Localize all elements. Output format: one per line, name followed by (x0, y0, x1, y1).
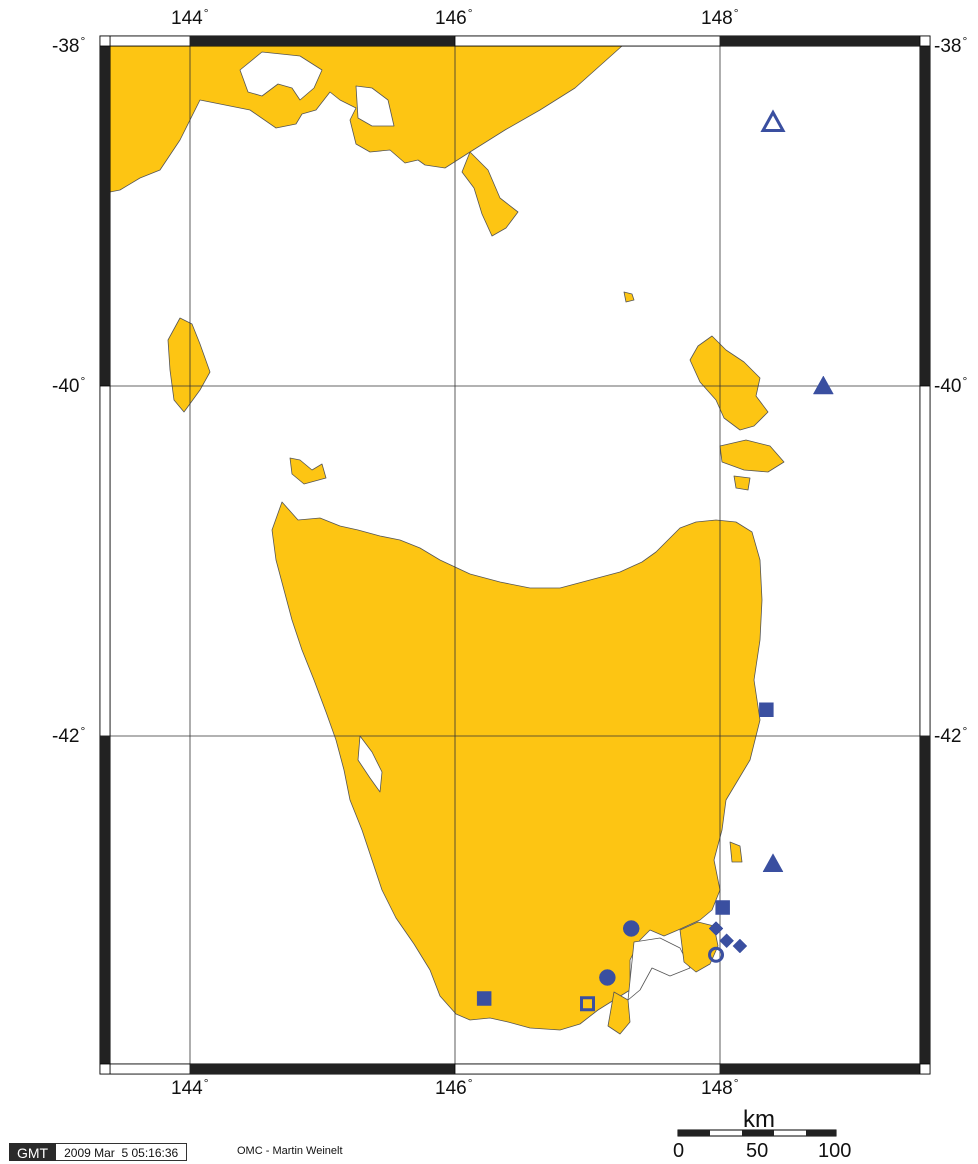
western-port (355, 85, 395, 127)
islet-2 (289, 457, 327, 485)
storm-bay (627, 937, 691, 1001)
marker-square-filled-4 (715, 900, 730, 915)
king-island (167, 317, 211, 413)
islet-1 (623, 291, 635, 303)
marker-triangle-open-0 (760, 109, 786, 132)
land (109, 45, 785, 1035)
gmt-badge: GMT (9, 1143, 57, 1161)
marker-diamond-filled-11 (719, 933, 734, 949)
scale-tick-100: 100 (818, 1140, 852, 1162)
markers-layer (476, 109, 834, 1012)
tasmania (271, 501, 763, 1031)
y-tick-right-42: -42° (934, 724, 968, 747)
marker-diamond-filled-12 (732, 938, 748, 954)
y-tick-right-40: -40° (934, 374, 968, 397)
marker-circle-filled-8 (599, 969, 616, 986)
marker-square-filled-3 (759, 702, 774, 717)
x-tick-top-144: 144° (171, 6, 209, 29)
marker-circle-open-9 (708, 946, 725, 963)
y-tick-left-42: -42° (52, 724, 86, 747)
marker-square-filled-5 (476, 991, 492, 1006)
gmt-author: OMC - Martin Weinelt (237, 1145, 343, 1157)
scale-tick-0: 0 (673, 1140, 685, 1162)
x-tick-top-148: 148° (701, 6, 739, 29)
marker-diamond-filled-10 (708, 921, 724, 936)
marker-triangle-filled-2 (762, 853, 784, 872)
scale-tick-50: 50 (746, 1140, 769, 1162)
marker-triangle-filled-1 (812, 375, 834, 395)
tasman-peninsula (679, 921, 719, 973)
maria-island (729, 841, 743, 863)
marker-square-open-6 (580, 996, 595, 1012)
cape-barren-island (719, 439, 785, 473)
flinders-island (689, 335, 769, 431)
gmt-timestamp-box: GMT 2009 Mar 5 05:16:36 (9, 1143, 188, 1161)
macquarie-harbour (357, 735, 383, 793)
y-tick-right-38: -38° (934, 34, 968, 57)
y-tick-left-38: -38° (52, 34, 86, 57)
graticule (110, 46, 920, 1064)
y-tick-left-40: -40° (52, 374, 86, 397)
scale-unit-label: km (743, 1106, 775, 1133)
marker-circle-filled-7 (622, 920, 640, 937)
bruny-island (607, 991, 631, 1035)
port-phillip-bay (239, 51, 323, 101)
x-tick-top-146: 146° (435, 6, 473, 29)
x-tick-bottom-144: 144° (171, 1076, 209, 1099)
scale-bar (677, 1129, 837, 1137)
clarke-island (733, 475, 751, 491)
x-tick-bottom-146: 146° (435, 1076, 473, 1099)
wilsons-promontory (461, 151, 519, 237)
map-frame (99, 35, 931, 1075)
x-tick-bottom-148: 148° (701, 1076, 739, 1099)
gmt-time: 2009 Mar 5 05:16:36 (56, 1143, 188, 1161)
